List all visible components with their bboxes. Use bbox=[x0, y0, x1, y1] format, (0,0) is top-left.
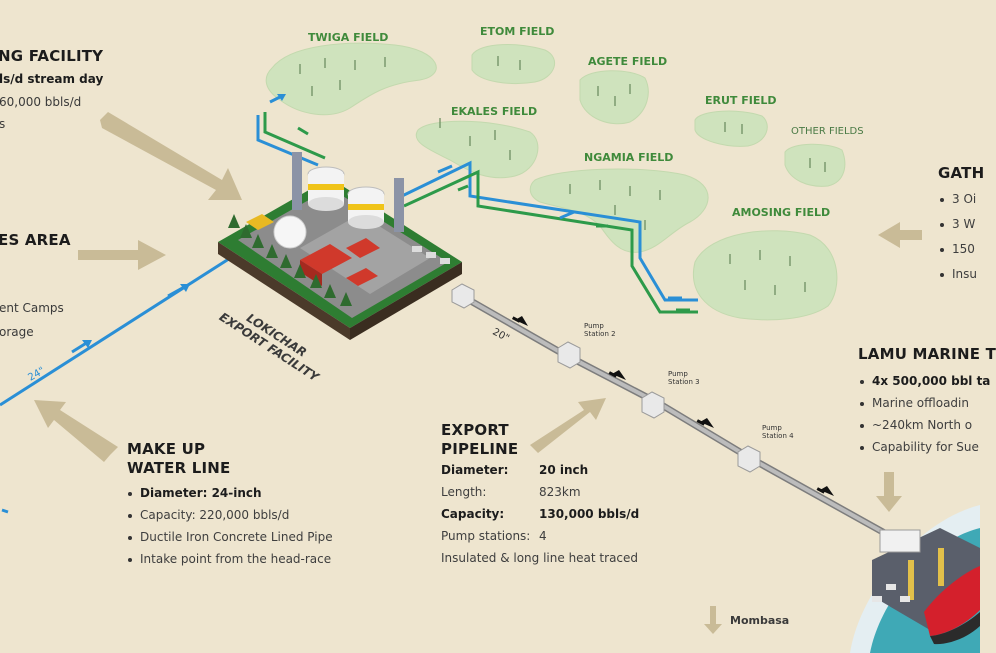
lamu-item: ~240km North o bbox=[860, 418, 990, 432]
field-label-ekales: EKALES FIELD bbox=[451, 105, 538, 118]
arrow-mombasa bbox=[704, 606, 722, 634]
export-pipeline-title: EXPORT PIPELINE bbox=[441, 421, 518, 459]
well-markers bbox=[299, 56, 826, 295]
spec-key: Pump stations: bbox=[441, 529, 531, 543]
area-line-1: ent Camps bbox=[0, 301, 64, 315]
lamu-terminal-graphic bbox=[850, 505, 980, 653]
spec-row: Pump stations: 4 bbox=[441, 529, 639, 551]
pump-station-4-label: Pump Station 4 bbox=[762, 424, 794, 440]
spec-value: 130,000 bbls/d bbox=[539, 507, 640, 521]
area-line-2: orage bbox=[0, 325, 34, 339]
field-other bbox=[784, 143, 846, 187]
field-twiga bbox=[265, 42, 437, 116]
export-pipeline-title-line1: EXPORT bbox=[441, 421, 509, 439]
facility-line-2: 60,000 bbls/d bbox=[0, 95, 82, 109]
water-line-specs: Diameter: 24-inch Capacity: 220,000 bbls… bbox=[128, 486, 333, 572]
mombasa-label: Mombasa bbox=[730, 614, 790, 627]
facility-title: NG FACILITY bbox=[0, 47, 104, 65]
spec-value: 4 bbox=[539, 529, 547, 543]
field-label-other: OTHER FIELDS bbox=[791, 126, 864, 137]
lamu-title: LAMU MARINE T bbox=[858, 345, 996, 363]
lokichar-facility-graphic bbox=[218, 152, 462, 340]
field-ngamia bbox=[529, 168, 709, 253]
field-label-etom: ETOM FIELD bbox=[480, 25, 555, 38]
field-label-twiga: TWIGA FIELD bbox=[308, 31, 389, 44]
spec-value: 20 inch bbox=[539, 463, 589, 477]
arrow-export-pipeline bbox=[530, 398, 606, 453]
pump-station-2-label: Pump Station 2 bbox=[584, 322, 616, 338]
gathering-title: GATH bbox=[938, 164, 985, 182]
callout-arrows bbox=[34, 112, 922, 634]
spec-value: 823km bbox=[539, 485, 581, 499]
water-line-spec: Ductile Iron Concrete Lined Pipe bbox=[128, 530, 333, 544]
spec-row: Capacity: 130,000 bbls/d bbox=[441, 507, 639, 529]
spec-key: Capacity: bbox=[441, 507, 505, 521]
lamu-item: 4x 500,000 bbl ta bbox=[860, 374, 990, 388]
field-erut bbox=[694, 110, 768, 147]
water-line-title: MAKE UP WATER LINE bbox=[127, 440, 231, 478]
field-label-ngamia: NGAMIA FIELD bbox=[584, 151, 674, 164]
area-title: ES AREA bbox=[0, 231, 71, 249]
green-pipeline bbox=[263, 112, 698, 314]
water-line-spec: Capacity: 220,000 bbls/d bbox=[128, 508, 333, 522]
gathering-item: Insu bbox=[940, 267, 977, 281]
field-amosing bbox=[693, 230, 838, 321]
oil-fields bbox=[265, 42, 846, 321]
gathering-item: 3 Oi bbox=[940, 192, 977, 206]
lamu-list: 4x 500,000 bbl ta Marine offloadin ~240k… bbox=[860, 374, 990, 460]
field-ekales bbox=[415, 120, 539, 179]
gathering-item: 150 bbox=[940, 242, 977, 256]
field-label-erut: ERUT FIELD bbox=[705, 94, 777, 107]
spec-key: Length: bbox=[441, 485, 487, 499]
export-pipeline-title-line2: PIPELINE bbox=[441, 440, 519, 458]
export-flow-arrows bbox=[511, 316, 834, 496]
arrow-facility bbox=[100, 112, 242, 200]
flow-arrows bbox=[1, 94, 690, 514]
arrow-water-line bbox=[34, 400, 118, 462]
water-line-title-line2: WATER LINE bbox=[127, 459, 231, 477]
arrow-lamu bbox=[876, 472, 902, 512]
facility-line-1: ls/d stream day bbox=[0, 72, 104, 86]
water-line-spec: Diameter: 24-inch bbox=[128, 486, 333, 500]
lamu-item: Capability for Sue bbox=[860, 440, 990, 454]
pump-station-3-label: Pump Station 3 bbox=[668, 370, 700, 386]
arrow-gathering bbox=[878, 222, 922, 248]
spec-row: Diameter: 20 inch bbox=[441, 463, 639, 485]
field-label-agete: AGETE FIELD bbox=[588, 55, 668, 68]
water-line-title-line1: MAKE UP bbox=[127, 440, 206, 458]
arrow-area bbox=[78, 240, 166, 270]
field-label-amosing: AMOSING FIELD bbox=[732, 206, 831, 219]
pump-station-boxes bbox=[451, 283, 761, 473]
gathering-list: 3 Oi 3 W 150 Insu bbox=[940, 192, 977, 287]
field-agete bbox=[579, 70, 649, 125]
lamu-item: Marine offloadin bbox=[860, 396, 990, 410]
water-line-spec: Intake point from the head-race bbox=[128, 552, 333, 566]
facility-line-3: s bbox=[0, 117, 6, 131]
field-etom bbox=[471, 44, 556, 84]
gathering-item: 3 W bbox=[940, 217, 977, 231]
spec-note: Insulated & long line heat traced bbox=[441, 551, 639, 565]
export-pipeline-specs: Diameter: 20 inch Length: 823km Capacity: 1… bbox=[441, 463, 639, 573]
spec-key: Diameter: bbox=[441, 463, 509, 477]
spec-row: Length: 823km bbox=[441, 485, 639, 507]
